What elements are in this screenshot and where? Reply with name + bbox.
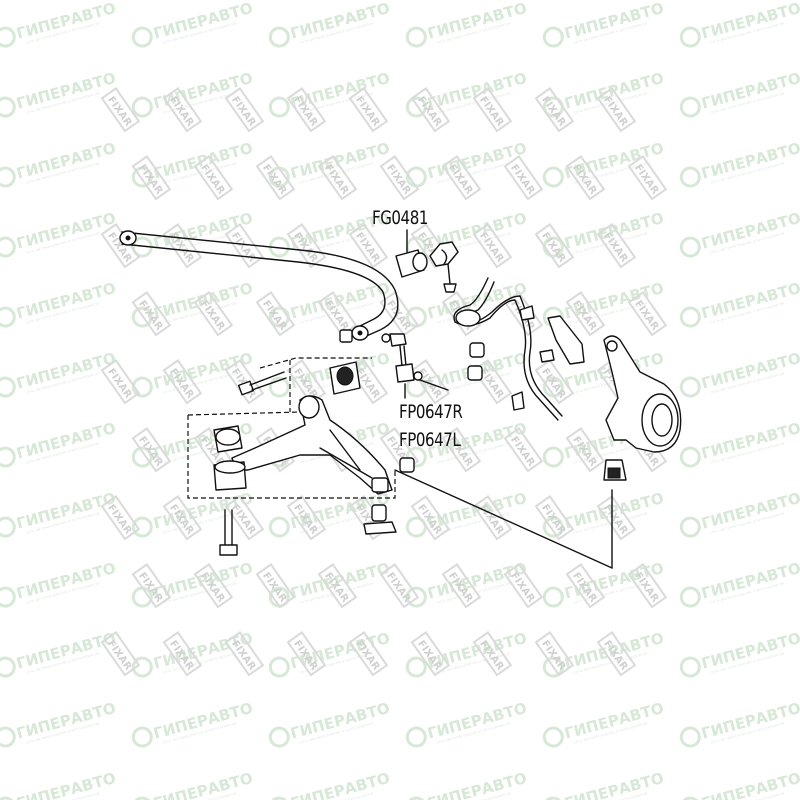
part-label-fp0647l: FP0647L — [399, 429, 461, 451]
steering-knuckle — [603, 335, 682, 481]
bolt — [237, 371, 287, 396]
abs-sensor-wire — [453, 277, 563, 421]
stabilizer-link-part — [381, 333, 449, 399]
nut — [339, 329, 353, 343]
bracket — [547, 315, 585, 365]
part-label-fg0481: FG0481 — [372, 207, 428, 229]
nut-washer — [363, 457, 415, 535]
part-label-fp0647r: FP0647R — [399, 401, 463, 423]
bolt — [219, 509, 238, 556]
stabilizer-bushing-part — [395, 229, 459, 293]
leader-line — [394, 469, 613, 569]
lower-control-arm — [187, 357, 396, 499]
stabilizer-bar — [119, 230, 399, 341]
